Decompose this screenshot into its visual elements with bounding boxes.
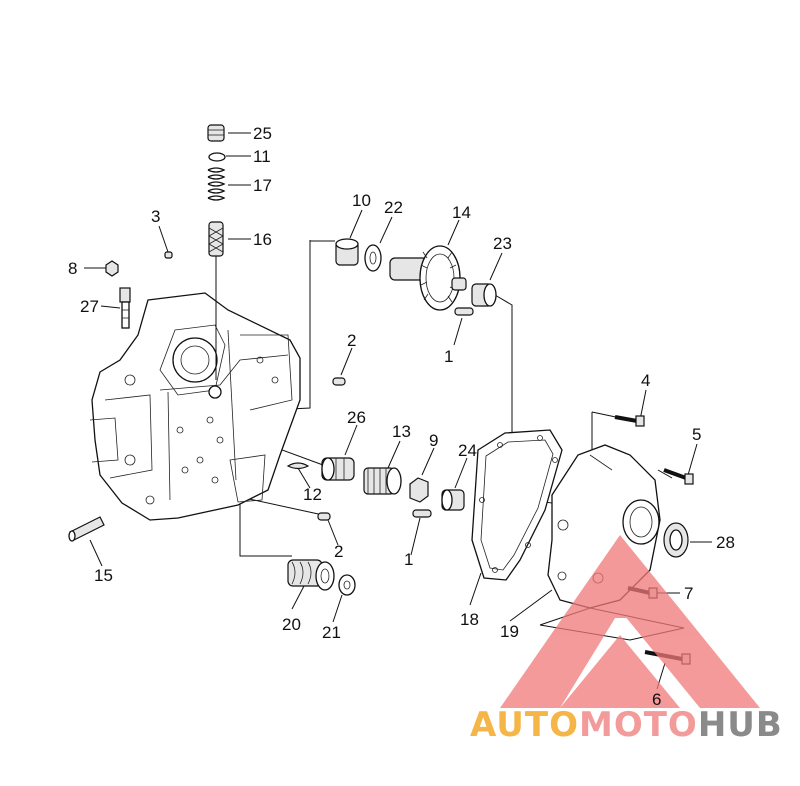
callout-25: 25 — [253, 124, 272, 143]
callout-4: 4 — [641, 371, 650, 390]
part-22-washer — [364, 244, 382, 272]
part-8-nut — [105, 260, 119, 277]
part-3-plug — [164, 251, 173, 259]
part-15-tube — [68, 516, 105, 542]
callout-23: 23 — [493, 234, 512, 253]
callout-labels: 25 11 17 16 3 8 27 10 22 14 23 2 1 26 13… — [68, 124, 735, 709]
part-16-filter-screen — [208, 221, 224, 380]
callout-19: 19 — [500, 622, 519, 641]
callout-18: 18 — [460, 610, 479, 629]
part-28-seal — [663, 522, 689, 558]
part-2-dowel-upper — [332, 377, 346, 386]
crankcase-left — [89, 292, 301, 521]
callout-7: 7 — [684, 584, 693, 603]
part-20-pump-gear — [287, 559, 335, 591]
part-27-sensor — [119, 287, 131, 329]
part-10-bearing — [335, 238, 359, 266]
callout-10: 10 — [352, 191, 371, 210]
callout-22: 22 — [384, 198, 403, 217]
callout-8: 8 — [68, 259, 77, 278]
part-1-pin-lower — [412, 509, 432, 518]
callout-2-upper: 2 — [347, 331, 356, 350]
part-24-bearing — [441, 489, 465, 511]
part-1-pin-upper — [454, 307, 474, 316]
callout-3: 3 — [151, 207, 160, 226]
watermark-wordmark: AUTOMOTOHUB — [470, 705, 783, 745]
callout-5: 5 — [692, 425, 701, 444]
part-23-bearing — [471, 283, 497, 307]
callout-13: 13 — [392, 422, 411, 441]
part-12-key — [286, 462, 310, 470]
callout-21: 21 — [322, 623, 341, 642]
callout-17: 17 — [253, 176, 272, 195]
watermark-triangle-inner — [592, 600, 648, 618]
callout-15: 15 — [94, 566, 113, 585]
watermark-triangle-mark — [500, 535, 760, 708]
part-21-washer — [338, 574, 356, 596]
callout-24: 24 — [458, 441, 477, 460]
part-14-gear-shaft — [389, 245, 467, 311]
callout-9: 9 — [429, 431, 438, 450]
callout-28: 28 — [716, 533, 735, 552]
part-26-bearing — [321, 457, 355, 481]
callout-12: 12 — [303, 485, 322, 504]
part-25-plug — [207, 124, 225, 142]
watermark-logo — [500, 535, 760, 708]
part-13-gear — [363, 467, 402, 495]
callout-27: 27 — [80, 297, 99, 316]
watermark-word-moto: MOTO — [579, 705, 698, 745]
callout-6: 6 — [652, 690, 661, 709]
callout-20: 20 — [282, 615, 301, 634]
callout-14: 14 — [452, 203, 471, 222]
callout-1-lower: 1 — [404, 550, 413, 569]
callout-16: 16 — [253, 230, 272, 249]
callout-26: 26 — [347, 408, 366, 427]
part-17-spring — [207, 167, 226, 201]
callout-1-upper: 1 — [444, 347, 453, 366]
watermark-word-hub: HUB — [698, 705, 783, 745]
part-2-dowel-lower — [317, 512, 331, 521]
watermark-word-auto: AUTO — [470, 705, 579, 745]
part-9-nut — [409, 477, 429, 503]
part-18-gasket — [471, 429, 563, 581]
part-5-bolt — [663, 468, 694, 485]
callout-11: 11 — [253, 147, 271, 166]
part-4-bolt — [614, 415, 645, 427]
callout-2-lower: 2 — [334, 542, 343, 561]
part-11-o-ring — [208, 152, 226, 162]
